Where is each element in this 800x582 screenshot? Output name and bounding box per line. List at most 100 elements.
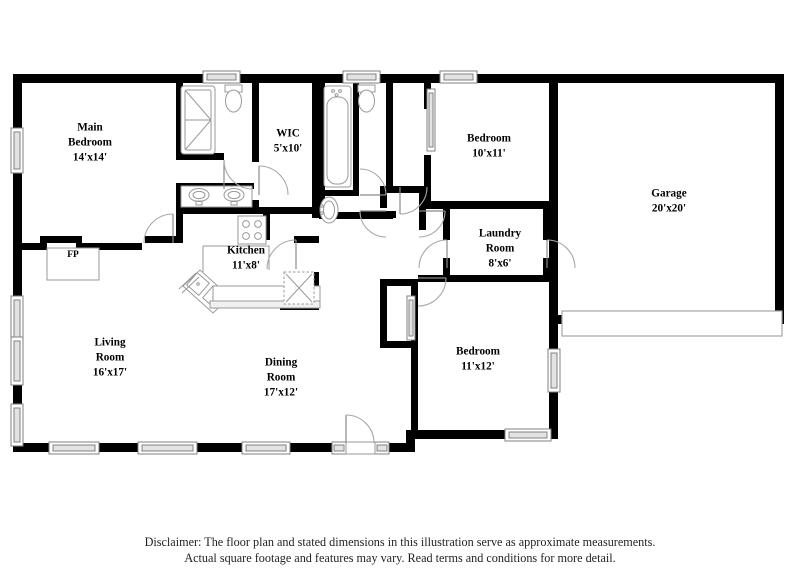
wall-masterbath-left [176, 83, 183, 160]
label-kitchen-name: Kitchen [227, 245, 266, 257]
wall-vanity-left [176, 183, 182, 214]
wall-kitchen-left [176, 212, 183, 242]
vanity-double-sink [180, 185, 253, 208]
wall-hall-bottom-left [360, 211, 396, 218]
door-hall-closet-left [359, 210, 387, 238]
range-cooktop [237, 215, 267, 245]
wall-dining-closet-top [380, 279, 418, 286]
walls-layer [13, 74, 784, 452]
door-front-entry [331, 414, 390, 455]
window-top-1 [202, 70, 241, 84]
label-bedroom3-dims: 11'x12' [461, 361, 495, 373]
wall-fireplace-top [40, 236, 82, 243]
sink-hall [319, 196, 339, 224]
room-label-garage: Garage 20'x20' [651, 188, 686, 215]
label-living-line1: Living [94, 337, 125, 349]
wall-living-to-fireplace-right [76, 243, 142, 250]
room-label-bedroom-3: Bedroom 11'x12' [456, 346, 501, 373]
window-top-3 [439, 70, 478, 84]
fireplace [46, 247, 100, 281]
wall-masterbath-bottom [176, 153, 224, 160]
wall-wic-lower-left [252, 200, 259, 214]
label-wic-name: WIC [276, 128, 300, 140]
wall-wic-right [312, 83, 319, 218]
room-label-wic: WIC 5'x10' [274, 128, 303, 155]
wall-bedroom2-left-lower [424, 155, 431, 207]
window-left-4 [10, 403, 24, 447]
wall-living-to-fireplace-left [13, 243, 47, 250]
wall-dining-right-vert [411, 279, 418, 439]
door-kitchen [266, 239, 297, 270]
door-main-bedroom [143, 213, 174, 244]
wall-hallbath-bottom [319, 212, 393, 219]
window-left-1 [10, 127, 24, 174]
room-label-dining-room: Dining Room 17'x12' [264, 357, 298, 399]
door-master-bath [223, 159, 254, 190]
doors-layer [143, 159, 576, 455]
wall-laundry-right [543, 208, 550, 240]
label-laundry-line1: Laundry [479, 228, 522, 240]
room-label-living-room: Living Room 16'x17' [93, 337, 127, 379]
wall-garage-right [775, 74, 784, 324]
wall-kitchen-right-lower [294, 236, 319, 243]
wall-hallcloset-left [380, 186, 387, 208]
wall-hallbath-right [386, 83, 393, 191]
wall-laundry-left-lower [443, 258, 450, 282]
dishwasher [283, 271, 315, 305]
disclaimer-line-1: Disclaimer: The floor plan and stated di… [144, 534, 656, 549]
wall-hallbath-left [319, 83, 325, 218]
label-laundry-line2: Room [486, 243, 515, 255]
window-bottom-2 [137, 441, 198, 455]
door-hall-bath [359, 168, 387, 196]
wall-hallcloset-right [419, 186, 426, 230]
window-bottom-3 [241, 441, 291, 455]
label-dining-line2: Room [267, 372, 296, 384]
wall-dining-closet-bottom [380, 341, 418, 348]
room-label-bedroom-2: Bedroom 10'x11' [467, 133, 512, 160]
door-laundry-left [418, 239, 448, 269]
wall-exterior-top [13, 74, 558, 83]
room-label-laundry: Laundry Room 8'x6' [479, 228, 522, 270]
wall-laundry-left [443, 208, 450, 240]
room-label-main-bedroom: Main Bedroom 14'x14' [68, 122, 113, 164]
disclaimer: Disclaimer: The floor plan and stated di… [0, 534, 800, 566]
window-dining-closet [406, 295, 416, 341]
wall-masterbath-right [252, 83, 259, 162]
wall-exterior-bottom-right [406, 430, 558, 439]
disclaimer-line-2: Actual square footage and features may v… [184, 550, 616, 565]
label-fireplace: FP [67, 250, 79, 260]
fixtures-layer [46, 84, 783, 337]
wall-laundry-right-lower [543, 258, 550, 282]
label-living-line2: Room [96, 352, 125, 364]
window-top-2 [342, 70, 381, 84]
label-main-bedroom-dims: 14'x14' [73, 152, 107, 164]
label-garage-name: Garage [651, 188, 686, 200]
label-main-bedroom-line1: Main [77, 122, 103, 134]
wall-hallbath-mid-vert [353, 83, 359, 193]
wall-fireplace-right [76, 236, 82, 248]
wall-dining-closet-left [380, 279, 387, 348]
label-bedroom3-name: Bedroom [456, 346, 501, 358]
label-bedroom2-name: Bedroom [467, 133, 512, 145]
wall-exterior-bottom-left [13, 443, 413, 452]
window-bedroom3-right [547, 348, 561, 393]
wall-house-right-upper [549, 74, 558, 324]
toilet-master [224, 84, 243, 113]
label-laundry-dims: 8'x6' [489, 258, 512, 270]
label-dining-line1: Dining [265, 357, 298, 369]
bathtub-hall [323, 85, 352, 188]
wall-garage-top [552, 74, 784, 83]
wall-hallbath-tub-bottom [319, 190, 359, 196]
door-bedroom2 [399, 186, 428, 215]
shower-master [180, 85, 216, 155]
wall-laundry-bottom [443, 275, 550, 282]
wall-bedroom2-bottom [424, 201, 549, 209]
label-garage-dims: 20'x20' [652, 203, 686, 215]
wall-vanity-bottom [176, 207, 318, 214]
label-bedroom2-dims: 10'x11' [472, 148, 506, 160]
label-kitchen-dims: 11'x8' [232, 260, 260, 272]
windows-layer [10, 70, 561, 455]
room-labels-layer: Main Bedroom 14'x14' WIC 5'x10' Bedroom … [67, 122, 686, 399]
